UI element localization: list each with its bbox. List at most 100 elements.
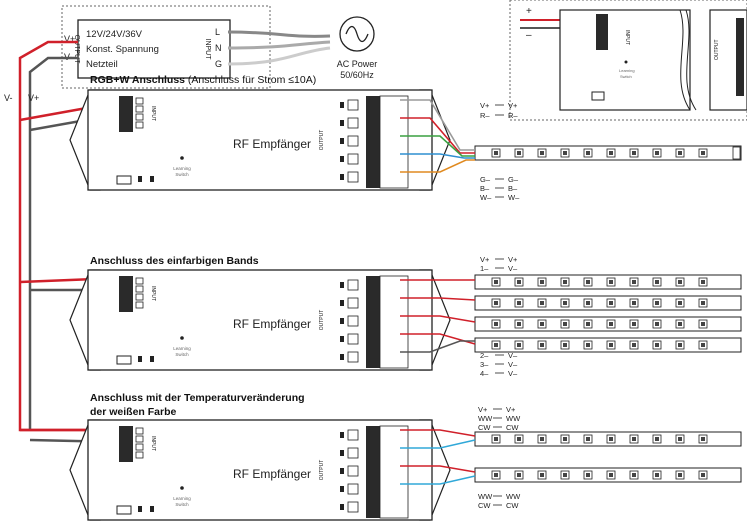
output-pin-mark xyxy=(340,336,344,342)
output-pin xyxy=(347,135,359,147)
cct-top-label-0-to: V+ xyxy=(506,405,516,414)
output-pin-mark xyxy=(340,354,344,360)
led-chip-core xyxy=(494,473,498,477)
mono-bottom-label-1-from: 3– xyxy=(480,360,489,369)
indicator-box xyxy=(116,355,132,365)
led-chip-core xyxy=(540,343,544,347)
led-chip-core xyxy=(586,437,590,441)
learning-switch-label-2: Switch xyxy=(175,352,189,357)
input-pin xyxy=(135,451,144,459)
led-chip-core xyxy=(609,322,613,326)
output-pin-mark xyxy=(340,486,344,492)
bus-wires: V- V+ xyxy=(4,40,121,444)
output-terminal xyxy=(366,276,380,368)
wire-green xyxy=(400,135,475,157)
led-chip-core xyxy=(678,473,682,477)
led-chip-core xyxy=(563,301,567,305)
receiver-name: RF Empfänger xyxy=(233,467,311,481)
output-frame xyxy=(379,425,409,519)
output-pin-mark xyxy=(340,282,344,288)
output-terminal xyxy=(366,96,380,188)
input-pin xyxy=(135,435,144,443)
rgbw-top-label-1-from: R– xyxy=(480,111,490,120)
rgbw-top-label-0-to: V+ xyxy=(508,101,518,110)
input-terminal xyxy=(119,276,133,312)
cct-top-label-0-from: V+ xyxy=(478,405,488,414)
led-strip-cct-1 xyxy=(474,431,742,447)
inset-minus: – xyxy=(526,30,532,41)
wire-white xyxy=(400,159,475,173)
rgbw-bottom-label-2-to: W– xyxy=(508,193,520,202)
output-pin xyxy=(347,465,359,477)
section-3-title-line2: der weißen Farbe xyxy=(90,406,177,418)
led-chip-core xyxy=(678,151,682,155)
bus-label-neg: V- xyxy=(4,93,13,103)
led-chip-core xyxy=(701,301,705,305)
section-1-title: RGB+W Anschluss (Anschluss für Strom ≤10… xyxy=(90,74,316,86)
led-chip-core xyxy=(540,151,544,155)
led-strip-mono-1 xyxy=(474,274,742,290)
led-chip-core xyxy=(678,322,682,326)
output-pin-mark xyxy=(340,156,344,162)
wire-v-plus xyxy=(400,99,475,151)
learning-switch-label-1: Learning xyxy=(173,346,191,351)
wire-mono-2 xyxy=(400,297,476,301)
receiver-name: RF Empfänger xyxy=(233,137,311,151)
led-chip-core xyxy=(563,322,567,326)
led-chip-core xyxy=(540,301,544,305)
input-pin xyxy=(135,285,144,293)
led-chip-core xyxy=(678,280,682,284)
rgbw-top-label-1-to: R– xyxy=(508,111,518,120)
led-chip-core xyxy=(632,280,636,284)
indicator-led xyxy=(150,506,154,512)
input-terminal xyxy=(119,426,133,462)
inset-output-label: OUTPUT xyxy=(714,39,720,60)
indicator-led xyxy=(150,176,154,182)
ps-output-label: OUTPUT xyxy=(73,35,80,65)
learning-switch-label-2: Switch xyxy=(175,502,189,507)
led-strip-rgbw xyxy=(474,145,742,161)
receiver-input-label: INPUT xyxy=(150,106,156,121)
output-pin-mark xyxy=(340,102,344,108)
output-pin-mark xyxy=(340,468,344,474)
led-chip-core xyxy=(517,473,521,477)
section-3-title: Anschluss mit der Temperaturveränderung xyxy=(90,392,305,404)
inset-learning-1: Learning xyxy=(619,68,635,73)
cct-bottom-label-0-to: WW xyxy=(506,492,521,501)
output-frame xyxy=(379,275,409,369)
led-chip-core xyxy=(540,322,544,326)
ps-terminal-pos: V+ xyxy=(64,34,75,44)
led-chip-core xyxy=(701,343,705,347)
input-pin xyxy=(135,293,144,301)
led-chip-core xyxy=(655,473,659,477)
led-chip-core xyxy=(517,151,521,155)
wire-red xyxy=(400,117,475,154)
cct-bottom-label-1-from: CW xyxy=(478,501,491,510)
led-chip-core xyxy=(632,473,636,477)
wire-cct-vplus-1 xyxy=(400,429,476,437)
output-pin xyxy=(347,351,359,363)
mono-bottom-label-0-from: 2– xyxy=(480,351,489,360)
led-chip-core xyxy=(540,473,544,477)
output-pin xyxy=(347,99,359,111)
strips-layer xyxy=(400,99,742,485)
ac-power-label: AC Power xyxy=(337,59,378,69)
indicator-led xyxy=(150,356,154,362)
ps-terminal-l: L xyxy=(215,27,220,37)
indicator-led xyxy=(138,356,142,362)
inset-diagram: + – INPUT Learning Switch OUTPUT xyxy=(509,0,747,121)
learning-switch-label-1: Learning xyxy=(173,166,191,171)
input-pin xyxy=(135,301,144,309)
receiver-input-label: INPUT xyxy=(150,286,156,301)
output-pin-mark xyxy=(340,450,344,456)
ps-voltage: 12V/24V/36V xyxy=(86,29,143,40)
led-chip-core xyxy=(609,473,613,477)
output-pin-mark xyxy=(340,318,344,324)
learning-switch-icon xyxy=(180,486,184,490)
led-strip-mono-4 xyxy=(474,337,742,353)
wire-mono-3 xyxy=(400,315,476,323)
inset-plus: + xyxy=(526,6,532,17)
